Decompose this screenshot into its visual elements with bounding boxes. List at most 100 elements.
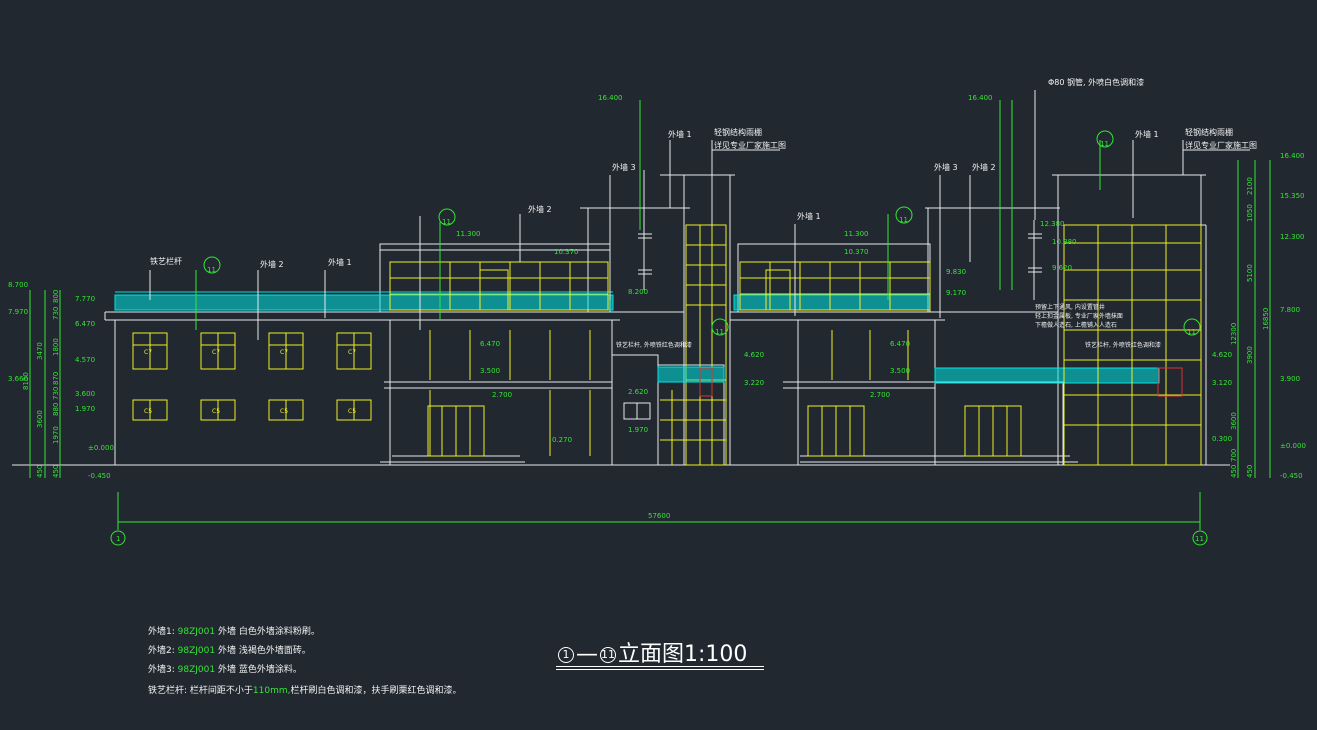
title-text: 立面图1:100 [618,642,748,667]
note-wall2: 外墙2: 98ZJ001 外墙 浅褐色外墙面砖。 [148,646,311,656]
label-steel-canopy: 轻钢结构雨棚 [1185,127,1233,137]
left-upper-glazing [389,261,609,311]
dim-right: 5100 [1246,264,1254,282]
elev: 9.170 [946,289,966,297]
label-rail-note: 铁艺栏杆, 外喷铁红色调和漆 [616,341,692,349]
dim-right: 2100 [1246,177,1254,195]
total-dimension: 57600 [648,512,670,520]
elev: 0.270 [552,436,572,444]
window-tag: C7 [348,349,356,356]
elev: 11.300 [456,230,481,238]
detail-bubble [203,256,221,274]
dim-right: 1050 [1246,204,1254,222]
elev: 2.700 [870,391,890,399]
label-wall2: 外墙 2 [528,204,552,214]
elev: 16.400 [598,94,623,102]
elev: 16.400 [968,94,993,102]
elev: 10.880 [1052,238,1077,246]
window-tag: C7 [144,349,152,356]
detail-num: 11 [1100,140,1109,148]
axis-label-right: 11 [1195,535,1204,543]
level-left: 3.660 [8,375,28,383]
level-left: ±0.000 [88,444,114,452]
dim-right: 450 [1230,465,1238,478]
label-wall1: 外墙 1 [328,257,352,267]
level-right: ±0.000 [1280,442,1306,450]
window-tag: C5 [348,408,356,415]
left-mid-glazing [427,330,591,457]
detail-bubble [1183,318,1201,336]
elev: 6.470 [480,340,500,348]
dim-left: 800 [52,290,60,303]
level-right: 12.300 [1280,233,1305,241]
title-axis-to: 11 [600,647,616,663]
right-tower-glazing [1063,224,1202,466]
label-steel-canopy: 轻钢结构雨棚 [714,127,762,137]
elev: 3.220 [744,379,764,387]
title-underline [556,669,764,670]
left-windows [132,332,651,421]
title-underline [556,666,764,667]
window-tag: C5 [212,408,220,415]
side-note: 下檐做人造石, 上檐铺入人造石 [1035,321,1117,329]
title-axis-from: 1 [558,647,574,663]
right-mid-glazing [807,330,1022,457]
left-roof-railing [114,291,614,311]
dim-right: 12300 [1230,323,1238,345]
dim-left: 1800 [52,338,60,356]
window-tag: C7 [280,349,288,356]
elev: 6.470 [890,340,910,348]
dim-left: 730 [52,307,60,320]
elev: 10.370 [554,248,579,256]
elev: 10.370 [844,248,869,256]
dim-left: 8150 [22,372,30,390]
level-right: -0.450 [1280,472,1303,480]
window-tag: C7 [212,349,220,356]
elev: 4.570 [75,356,95,364]
elev: 12.380 [1040,220,1065,228]
label-wall1: 外墙 1 [668,129,692,139]
dim-left: 1970 [52,426,60,444]
elev: 6.470 [75,320,95,328]
label-wall2: 外墙 2 [972,162,996,172]
window-tag: C5 [280,408,288,415]
elev: 3.500 [890,367,910,375]
elev: 4.620 [744,351,764,359]
dim-left: 450 [36,465,44,478]
elev: 3.500 [480,367,500,375]
detail-num: 11 [899,216,908,224]
dim-left: 870 [52,372,60,385]
elev: 3.120 [1212,379,1232,387]
label-wall1: 外墙 1 [797,211,821,221]
note-railing: 铁艺栏杆: 栏杆间距不小于110mm,栏杆刷白色调和漆，扶手刷栗红色调和漆。 [148,686,462,696]
label-rail-note: 铁艺栏杆, 外喷铁红色调和漆 [1085,341,1161,349]
elev: 7.770 [75,295,95,303]
level-left: 7.970 [8,308,28,316]
detail-num: 11 [442,218,451,226]
elev: 2.700 [492,391,512,399]
dim-right: 700 [1230,449,1238,462]
elev: 2.620 [628,388,648,396]
detail-num: 11 [715,328,724,336]
elev: 9.830 [946,268,966,276]
detail-num: 11 [1187,328,1196,336]
axis-bubble-11 [1192,530,1208,546]
detail-bubble [438,208,456,226]
label-see-factory: 详见专业厂家施工图 [1185,140,1257,150]
level-right: 7.800 [1280,306,1300,314]
elev: 4.620 [1212,351,1232,359]
dim-right: 3900 [1246,346,1254,364]
elev: 3.600 [75,390,95,398]
right-red-panel [1157,367,1183,397]
label-pipe-note: Φ80 钢管, 外喷白色调和漆 [1048,77,1144,87]
elev: 9.620 [1052,264,1072,272]
level-left: 8.700 [8,281,28,289]
dim-left: 3600 [36,410,44,428]
pipe-symbols [638,170,1042,300]
detail-bubble [895,206,913,224]
label-iron-railing: 铁艺栏杆 [150,256,182,266]
dim-right: 16850 [1262,308,1270,330]
label-wall1: 外墙 1 [1135,129,1159,139]
